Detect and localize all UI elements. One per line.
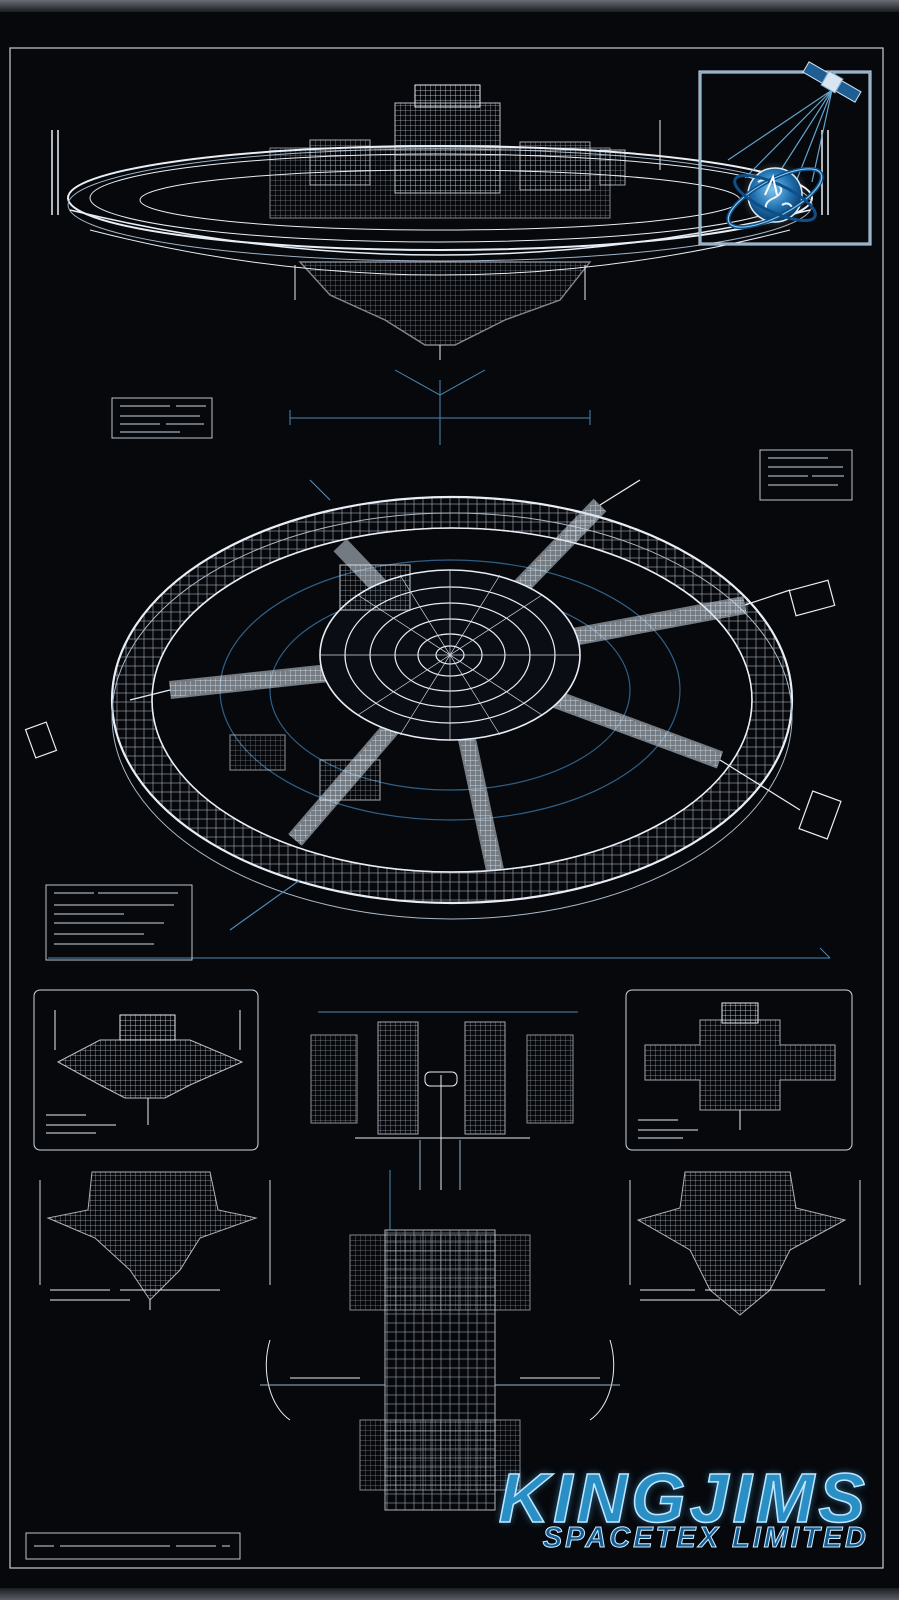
brand-subtitle: SPACETEX LIMITED xyxy=(542,1522,869,1555)
module-elevation-4 xyxy=(636,1171,847,1316)
station-side-view xyxy=(51,84,829,360)
spec-note-2 xyxy=(759,449,853,501)
spec-note-3 xyxy=(45,884,193,961)
outer-border xyxy=(9,47,884,1569)
dimension-lines xyxy=(48,369,831,959)
ring-station-plan xyxy=(24,479,842,931)
panel-frames xyxy=(33,989,861,1285)
brand-name: KINGJIMS xyxy=(498,1458,869,1538)
bottom-frame-edge xyxy=(0,1588,899,1600)
satellite-globe-logo xyxy=(698,61,872,246)
title-block xyxy=(25,1532,241,1560)
module-elevation-3 xyxy=(46,1171,258,1310)
top-frame-edge xyxy=(0,0,899,12)
module-plan-2 xyxy=(638,1002,836,1139)
spec-note-1 xyxy=(111,397,213,439)
truss-elevations xyxy=(310,1011,578,1190)
central-spine-section xyxy=(260,1170,620,1511)
module-elevation-1 xyxy=(46,1010,244,1134)
